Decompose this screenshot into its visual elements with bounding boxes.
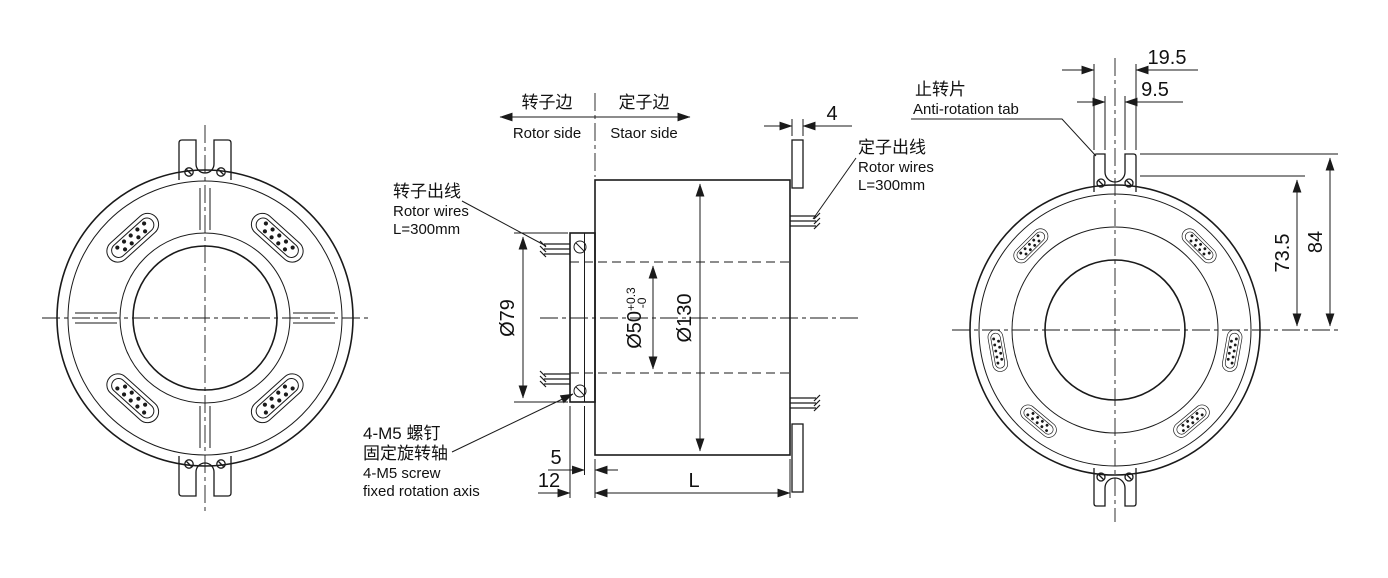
dim-73-5: 73.5 (1140, 175, 1305, 327)
section-view (539, 93, 862, 493)
rotor-wires-leader (461, 200, 547, 247)
dim-5-12-L: 5 12 L (538, 406, 791, 498)
dim-4: 4 (764, 103, 852, 136)
screw-top (573, 240, 587, 254)
dim-label-9-5: 9.5 (1141, 79, 1169, 101)
dim-label-19-5: 19.5 (1148, 47, 1187, 69)
stator-face-circle (1011, 226, 1219, 434)
outer-ring-inner-edge (67, 180, 343, 456)
stator-wires-leader (812, 157, 857, 220)
callout-rotor-wires: 转子出线 Rotor wires L=300mm (393, 182, 547, 247)
rotor-wires-top (539, 240, 571, 258)
dim-label-84: 84 (1305, 231, 1327, 253)
rotor-wires-label-en: Rotor wires (393, 203, 469, 220)
screw-bottom (573, 384, 587, 398)
connector (1010, 225, 1052, 267)
rotor-side-label-en: Rotor side (513, 125, 581, 142)
anti-rotation-plate-bottom (791, 423, 804, 493)
dim-label-5: 5 (550, 447, 561, 469)
stator-side-label-cn: 定子边 (619, 93, 670, 112)
through-bore (132, 245, 278, 391)
anti-rotation-plate-top (791, 139, 804, 189)
connector (1017, 401, 1060, 441)
connector (1170, 401, 1213, 441)
dim-label-73-5: 73.5 (1272, 234, 1294, 273)
stator-wires-label-cn: 定子出线 (858, 138, 926, 157)
dim-label-d130: Ø130 (674, 294, 696, 343)
dim-label-4: 4 (826, 103, 837, 125)
connector (1178, 225, 1220, 267)
rotor-wires-label-cn: 转子出线 (393, 182, 461, 201)
anti-rotation-leader (911, 118, 1097, 157)
left-view (42, 125, 368, 512)
dim-d79: Ø79 (497, 232, 568, 403)
connector (986, 328, 1010, 374)
dim-d50: Ø50+0.3-0 (624, 265, 658, 370)
stator-side-label-en: Staor side (610, 125, 678, 142)
stator-wires-label-length: L=300mm (858, 177, 925, 194)
rotor-side-label-cn: 转子边 (522, 93, 573, 112)
through-bore (1044, 259, 1186, 401)
dim-label-12: 12 (538, 470, 560, 492)
anti-rotation-label-cn: 止转片 (915, 80, 966, 99)
right-view (952, 58, 1342, 522)
stator-wires-label-en: Rotor wires (858, 159, 934, 176)
dim-84: 84 (1140, 153, 1338, 327)
screw-label-cn1: 4-M5 螺钉 (363, 424, 440, 443)
dim-label-d79: Ø79 (497, 299, 519, 337)
side-labels: 转子边 Rotor side 定子边 Staor side (499, 93, 691, 142)
outer-ring (969, 184, 1261, 476)
rotor-hub-circle (119, 232, 291, 404)
screw-label-en1: 4-M5 screw (363, 465, 441, 482)
callout-stator-wires: 定子出线 Rotor wires L=300mm (812, 138, 934, 220)
outer-ring (56, 169, 354, 467)
rotor-wires-label-length: L=300mm (393, 221, 460, 238)
dim-d130: Ø130 (674, 183, 705, 452)
connector (1220, 328, 1244, 374)
rotor-flange (569, 232, 596, 403)
outer-ring-inner-edge (978, 193, 1252, 467)
dim-19-5: 19.5 (1062, 47, 1198, 150)
callout-anti-rotation: 止转片 Anti-rotation tab (911, 80, 1097, 157)
stator-wires-bottom (789, 394, 821, 412)
dim-label-L: L (688, 470, 699, 492)
rotor-wires-bottom (539, 370, 571, 388)
dim-label-d50: Ø50+0.3-0 (624, 287, 649, 349)
screw-label-cn2: 固定旋转轴 (363, 444, 448, 463)
dim-9-5: 9.5 (1077, 79, 1183, 150)
screw-leader (451, 393, 574, 453)
anti-rotation-label-en: Anti-rotation tab (913, 101, 1019, 118)
callout-screw: 4-M5 螺钉 固定旋转轴 4-M5 screw fixed rotation … (363, 393, 574, 500)
divider-lines (75, 188, 335, 448)
screw-label-en2: fixed rotation axis (363, 483, 480, 500)
